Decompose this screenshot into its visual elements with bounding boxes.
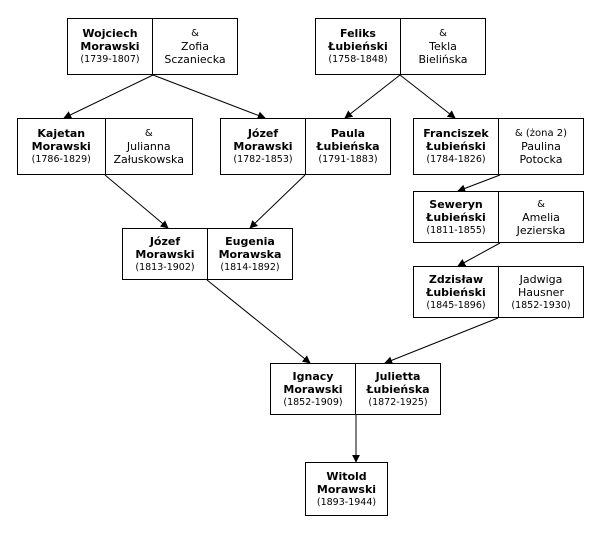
- given-name: Józef: [247, 127, 279, 140]
- given-name: Zofia: [181, 40, 209, 53]
- spouse-marker: & (żona 2): [514, 128, 568, 139]
- given-name: Feliks: [340, 27, 376, 40]
- given-name: Franciszek: [423, 127, 489, 140]
- surname: Łubieński: [328, 40, 388, 53]
- life-years: (1791-1883): [318, 154, 378, 165]
- given-name: Paulina: [521, 140, 561, 153]
- spouse-marker: &: [537, 198, 545, 210]
- life-years: (1852-1909): [283, 396, 343, 408]
- surname: Potocka: [519, 153, 563, 166]
- surname: Hausner: [518, 285, 564, 299]
- life-years: (1739-1807): [80, 54, 140, 65]
- given-name: Ignacy: [292, 369, 334, 383]
- life-years: (1782-1853): [233, 154, 293, 165]
- life-years: (1814-1892): [220, 261, 280, 273]
- given-name: Józef: [149, 234, 181, 248]
- edge-jozef1-jozef2: [249, 174, 306, 229]
- given-name: Julietta: [375, 369, 421, 383]
- surname: Sczaniecka: [164, 53, 226, 66]
- given-name: Tekla: [429, 40, 457, 53]
- edge-feliks-franciszek: [399, 74, 456, 119]
- surname: Morawski: [233, 140, 293, 153]
- surname: Morawski: [31, 140, 91, 153]
- life-years: (1758-1848): [328, 54, 388, 65]
- surname: Łubieński: [426, 210, 486, 224]
- edge-wojciech-kajetan: [63, 74, 154, 119]
- surname: Bielińska: [418, 53, 468, 66]
- edge-franciszek-seweryn: [457, 174, 501, 193]
- life-years: (1813-1902): [135, 261, 195, 273]
- life-years: (1811-1855): [426, 224, 486, 236]
- edge-seweryn-zdzislaw: [457, 242, 501, 267]
- edge-kajetan-jozef2: [104, 174, 169, 229]
- life-years: (1872-1925): [368, 396, 428, 408]
- given-name: Witold: [326, 469, 367, 483]
- surname: Łubieńska: [316, 140, 380, 153]
- surname: Morawski: [316, 482, 377, 496]
- surname: Łubieński: [426, 140, 486, 153]
- life-years: (1845-1896): [426, 299, 486, 311]
- surname: Morawski: [80, 40, 140, 53]
- spouse-marker: &: [191, 28, 199, 39]
- edge-feliks-paula: [344, 74, 401, 119]
- life-years: (1786-1829): [31, 154, 91, 165]
- surname: Łubieński: [426, 285, 486, 299]
- given-name: Kajetan: [37, 127, 86, 140]
- given-name: Julianna: [126, 140, 171, 153]
- life-years: (1852-1930): [511, 299, 571, 311]
- given-name: Zdzisław: [428, 272, 484, 286]
- spouse-marker: &: [439, 28, 447, 39]
- edge-wojciech-jozef1: [152, 74, 266, 120]
- given-name: Jadwiga: [519, 272, 563, 286]
- given-name: Wojciech: [82, 27, 138, 40]
- life-years: (1893-1944): [316, 496, 377, 508]
- given-name: Amelia: [522, 210, 560, 224]
- given-name: Seweryn: [429, 197, 483, 211]
- surname: Załuskowska: [113, 153, 184, 166]
- surname: Morawski: [135, 247, 195, 261]
- surname: Morawska: [218, 247, 282, 261]
- given-name: Eugenia: [225, 234, 275, 248]
- edge-zdzislaw-julietta: [384, 317, 499, 365]
- surname: Łubieńska: [366, 382, 430, 396]
- edge-jozef2-ignacy: [206, 279, 311, 364]
- given-name: Paula: [330, 127, 366, 140]
- life-years: (1784-1826): [426, 154, 486, 165]
- spouse-marker: &: [144, 128, 153, 139]
- surname: Morawski: [283, 382, 343, 396]
- surname: Jezierska: [516, 223, 566, 237]
